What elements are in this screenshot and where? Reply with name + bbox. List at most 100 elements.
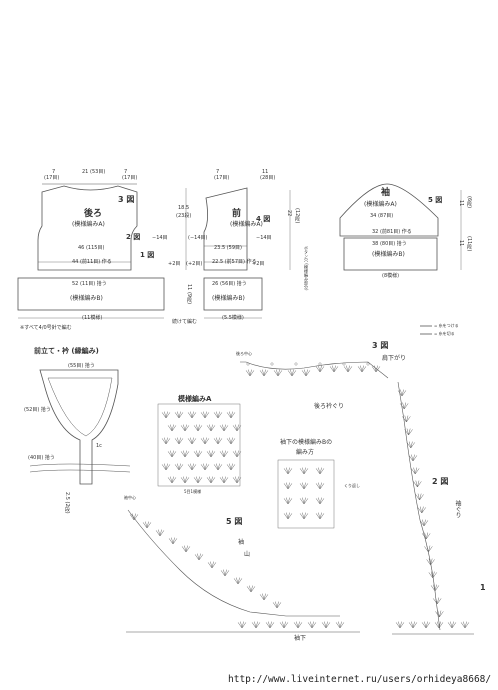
stitch-fan xyxy=(343,365,353,373)
fig5-cap-label-2: 山 xyxy=(244,551,251,558)
stitch-fan xyxy=(237,621,247,629)
stitch-fan xyxy=(167,476,177,484)
stitch-fan xyxy=(129,513,139,521)
front-cast-on-width: 22.5 (前57目) 作る xyxy=(212,259,257,265)
back-cast-on-width: 44 (前11目) 作る xyxy=(72,259,112,265)
hem-continue-note: 続けて編む xyxy=(172,319,198,325)
stitch-fan xyxy=(283,497,293,505)
back-top-center-stitches: (53目) xyxy=(90,169,106,175)
fig3-shoulder-label: 肩下がり xyxy=(382,355,407,362)
stitch-fan xyxy=(273,369,283,377)
pattern-b-swatch xyxy=(277,459,335,529)
fig2-chart-label: 2 図 xyxy=(432,477,449,486)
stitch-fan xyxy=(283,467,293,475)
stitch-fan xyxy=(200,437,210,445)
hem-pick-up: 52 (11目) 拾う xyxy=(72,281,107,287)
stitch-fan xyxy=(432,597,442,605)
pattern-a-swatch xyxy=(157,403,241,487)
back-mid-width: 46 (115目) xyxy=(78,245,105,251)
stitch-fan xyxy=(161,411,171,419)
stitch-fan xyxy=(168,537,178,545)
legend-cut-yarn: = 糸を切る xyxy=(434,331,455,336)
stitch-fan xyxy=(272,601,282,609)
fig3-center-label: 後ろ中心 xyxy=(236,351,252,356)
stitch-fan xyxy=(406,441,416,449)
front-side-note: ボタン穴 (模様編み部分) xyxy=(304,246,309,291)
stitch-fan xyxy=(415,493,424,501)
stitch-fan xyxy=(397,389,407,397)
fig2-armhole-label: 袖ぐり xyxy=(454,500,461,518)
stitch-chain xyxy=(366,362,370,366)
front-height-2-rows: (12段) xyxy=(294,208,300,224)
pattern-b-repeat-note: くり返し xyxy=(344,483,360,488)
stitch-fan xyxy=(200,463,210,471)
stitch-fan xyxy=(193,424,203,432)
stitch-chain xyxy=(246,362,250,366)
stitch-fan xyxy=(301,369,311,377)
stitch-fan xyxy=(167,424,177,432)
stitch-fan xyxy=(299,497,309,505)
back-top-left-width: 7 xyxy=(52,169,56,175)
stitch-fan xyxy=(174,411,184,419)
stitch-fan xyxy=(299,467,309,475)
back-fig1-label: 1 図 xyxy=(140,251,155,259)
hem-height: 11 (9段) xyxy=(186,284,192,305)
stitch-fan xyxy=(299,482,309,490)
back-top-center-width: 21 xyxy=(82,169,89,175)
fig5-sleeve-line xyxy=(127,509,340,617)
sleeve-height-2-rows: (11段) xyxy=(466,236,472,252)
front-top-right-stitches: (28目) xyxy=(260,175,276,181)
stitch-fan xyxy=(428,571,438,579)
front-decrease-right: −14目 xyxy=(256,235,272,241)
schematics-footnote: ※すべて4/0号針で編む xyxy=(20,325,72,331)
stitch-fan xyxy=(219,424,229,432)
stitch-fan xyxy=(424,545,433,553)
sleeve-height-1: 11 xyxy=(458,200,464,207)
collar-bottom-pick: (40目) 拾う xyxy=(28,455,55,461)
stitch-fan xyxy=(251,621,261,629)
stitch-fan xyxy=(232,450,242,458)
hem-repeats: (11模様) xyxy=(82,315,103,321)
stitch-fan xyxy=(206,450,216,458)
fig5-center-label: 袖中心 xyxy=(124,495,136,500)
back-fig2-label: 2 図 xyxy=(126,233,141,241)
stitch-fan xyxy=(321,621,331,629)
stitch-fan xyxy=(245,369,255,377)
collar-depth: 2.5 (2段) xyxy=(64,492,70,514)
front-top-left-width: 7 xyxy=(216,169,220,175)
stitch-fan xyxy=(259,593,269,601)
stitch-fan xyxy=(279,621,289,629)
stitch-fan xyxy=(187,463,197,471)
stitch-fan xyxy=(259,369,269,377)
stitch-fan xyxy=(307,621,317,629)
back-pattern-label: (模様編みA) xyxy=(72,221,105,228)
stitch-fan xyxy=(410,467,420,475)
stitch-fan xyxy=(395,621,405,629)
stitch-fan xyxy=(283,512,293,520)
stitch-fan xyxy=(174,437,184,445)
stitch-fan xyxy=(399,402,409,410)
stitch-fan xyxy=(315,365,325,373)
stitch-fan xyxy=(408,621,418,629)
stitch-fan xyxy=(226,411,236,419)
stitch-fan xyxy=(408,454,418,462)
stitch-fan xyxy=(193,476,203,484)
stitch-fan xyxy=(357,365,367,373)
stitch-fan xyxy=(402,415,411,423)
collar-side-pick: (52目) 拾う xyxy=(24,407,51,413)
fig2-armhole-line xyxy=(397,381,441,631)
stitch-fan xyxy=(193,450,203,458)
footer-url: http://www.liveinternet.ru/users/orhidey… xyxy=(228,674,492,685)
stitch-fan xyxy=(206,476,216,484)
sleeve-fig5-label: 5 図 xyxy=(428,196,443,204)
collar-title: 前立て・衿 (縁編み) xyxy=(34,347,99,355)
fig3-chart-label: 3 図 xyxy=(372,341,389,350)
sleeve-title: 袖 xyxy=(381,188,391,198)
fig1-chart-label: 1 xyxy=(480,583,486,592)
stitch-fan xyxy=(213,437,223,445)
stitch-fan xyxy=(187,437,197,445)
stitch-fan xyxy=(180,424,190,432)
hem-pattern-label: (模様編みB) xyxy=(70,295,103,302)
pattern-a-repeat: 5目1模様 xyxy=(184,489,202,494)
front-height-1-rows: (23段) xyxy=(176,213,192,219)
